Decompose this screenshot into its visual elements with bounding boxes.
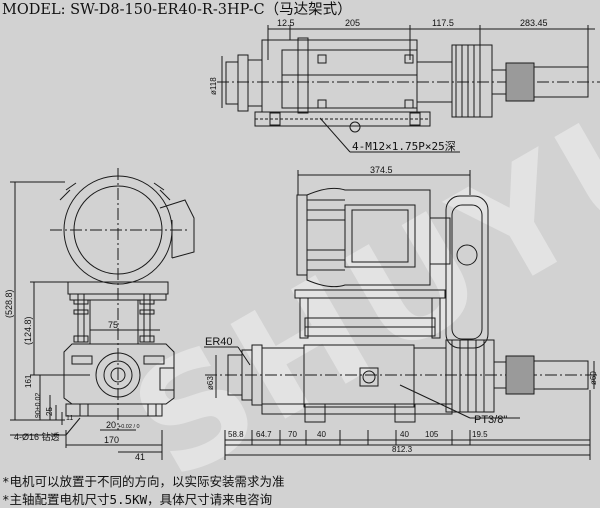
dim-dia-63: ø63: [206, 376, 215, 390]
thread-callout: 4-M12×1.75P×25深: [352, 140, 456, 153]
dim-205: 205: [345, 18, 360, 28]
dim-20-tol: +0.02 / 0: [118, 424, 140, 430]
dim-161: 161: [24, 374, 33, 388]
dim-40-a: 40: [317, 430, 326, 439]
dim-41: 41: [135, 452, 145, 462]
dim-170: 170: [104, 435, 119, 445]
dim-70: 70: [288, 430, 297, 439]
er40-label: ER40: [205, 336, 233, 348]
dim-19-5: 19.5: [472, 430, 488, 439]
pt-label: PT3/8": [474, 414, 507, 426]
dim-117-5: 117.5: [432, 18, 454, 28]
dim-dia-60: ø60: [589, 371, 598, 385]
note-2: *主轴配置电机尺寸5.5KW，具体尺寸请来电咨询: [2, 492, 273, 507]
dim-374-5: 374.5: [370, 165, 393, 175]
dim-11: 11: [66, 415, 73, 422]
dim-90: 90±0.02: [35, 393, 42, 418]
dim-64-7: 64.7: [256, 430, 272, 439]
dim-20: 20: [106, 420, 116, 430]
front-view: [204, 170, 600, 460]
dim-25: 25: [45, 407, 54, 416]
top-view: [217, 25, 600, 153]
dim-dia-118: ø118: [209, 77, 218, 95]
dim-12-5: 12.5: [277, 18, 295, 28]
dim-40-b: 40: [400, 430, 409, 439]
dim-812-3: 812.3: [392, 445, 413, 454]
holes-callout: 4-Ø16 钻透: [14, 431, 60, 442]
side-view: [10, 168, 195, 460]
dim-105: 105: [425, 430, 439, 439]
model-title: MODEL: SW-D8-150-ER40-R-3HP-C（马达架式）: [2, 1, 352, 18]
dim-283-45: 283.45: [520, 18, 548, 28]
dim-75: 75: [108, 320, 118, 330]
dim-58-8: 58.8: [228, 430, 244, 439]
dim-528-8: (528.8): [4, 289, 14, 318]
note-1: *电机可以放置于不同的方向，以实际安装需求为准: [2, 474, 285, 489]
dim-124-8: (124.8): [23, 316, 33, 345]
